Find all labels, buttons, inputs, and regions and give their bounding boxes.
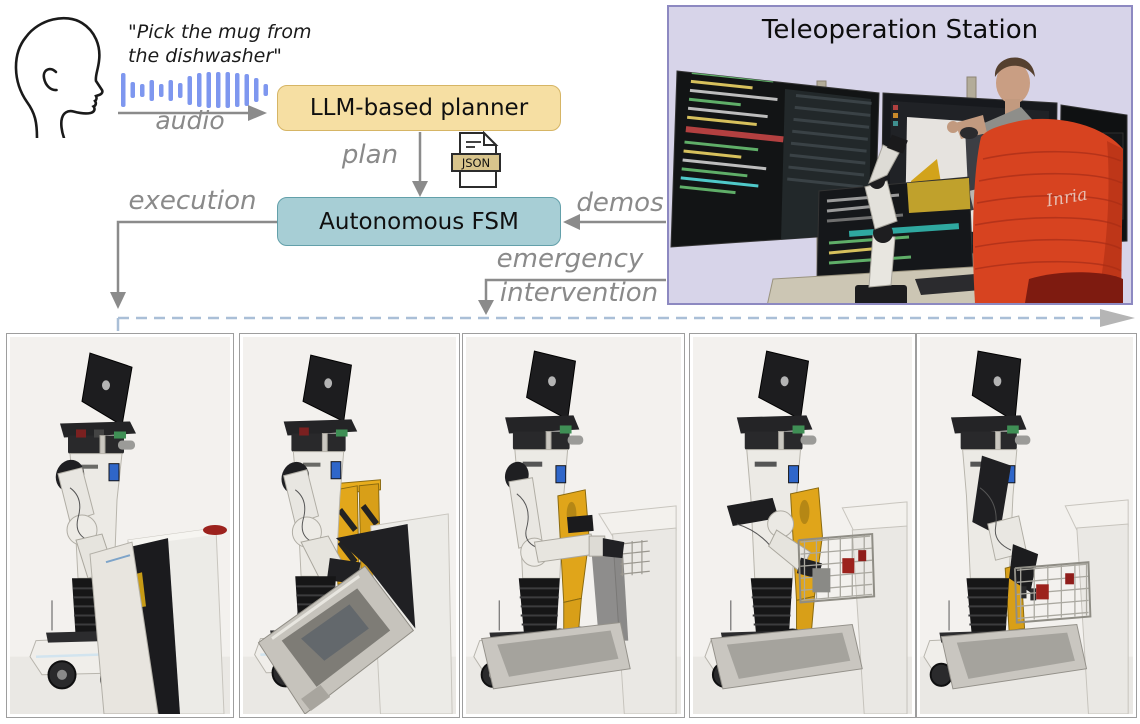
demos-arrow [563,214,666,230]
audio-arrow [118,105,267,121]
keyboard [915,273,993,295]
emergency-label: emergency [496,244,644,274]
autonomous-fsm-box: Autonomous FSM [277,197,561,246]
lower-terminal-monitor [816,176,974,286]
robot-photo-3-door-open [462,333,685,718]
gripper [602,538,625,559]
teleoperation-station-panel: Teleoperation Station [667,5,1133,305]
robot-photo-2-opening-door [239,333,460,718]
head-profile-icon [14,16,104,138]
red-mug [1036,584,1049,600]
robot-scene-5 [920,337,1133,714]
open-door-tray [710,623,863,690]
speech-line-1: "Pick the mug from [128,21,312,43]
audio-label: audio [155,106,225,135]
teleoperation-station-photo: Inria [670,57,1128,303]
dishwasher [257,513,453,714]
robot-photo-5-grasp-mug [916,333,1137,718]
tiago-robot [473,350,625,688]
intervention-label: intervention [499,278,659,308]
cutlery-basket [812,568,831,593]
plan-label: plan [341,140,399,170]
arm-upper-black [972,455,1012,537]
dish-rack [797,532,876,604]
execution-arrow [110,220,277,309]
demos-label: demos [576,188,664,218]
execution-label: execution [128,186,257,216]
robot-scene-2 [243,337,456,714]
red-mug [842,558,855,574]
plan-arrow [412,132,428,197]
arm-upper-black [726,497,779,527]
dashed-timeline-arrow [116,309,1135,331]
robot-scene-1 [10,337,230,714]
robot-photo-4-rack-out [689,333,916,718]
emergency-intervention-arrow [478,278,666,315]
audio-waveform-icon [121,72,268,108]
robot-scene-3 [466,337,681,714]
open-door-tray [940,623,1088,690]
robot-scene-4 [693,337,912,714]
json-file-icon: JSON [451,131,501,188]
dishwasher-door [89,541,159,714]
user-speech-text: "Pick the mug from the dishwasher" [128,20,358,69]
json-icon-label: JSON [461,156,490,170]
dishwasher [89,524,227,714]
open-door-tray [481,621,631,690]
leader-robot-arm [855,134,908,303]
speech-line-2: the dishwasher" [128,45,282,68]
diagram-connectors [110,72,1135,331]
dish-rack [1013,561,1092,624]
red-mug [203,524,227,536]
teleoperation-station-title: Teleoperation Station [761,15,1039,45]
robot-photo-1-approach-dishwasher [6,333,234,718]
llm-planner-box: LLM-based planner [277,85,561,131]
operator-person: Inria [947,57,1123,303]
